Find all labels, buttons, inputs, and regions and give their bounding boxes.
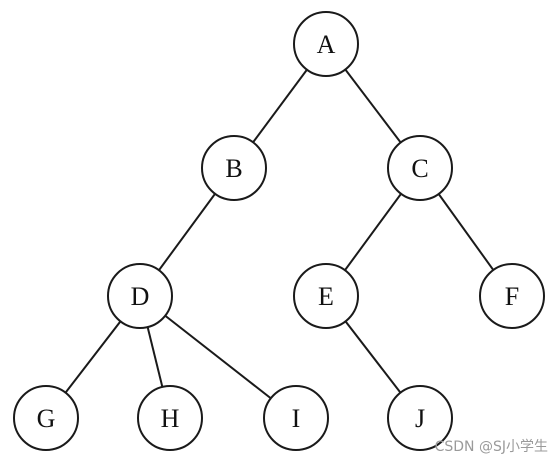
node-label: B <box>225 154 242 183</box>
node-label: C <box>411 154 428 183</box>
node-label: H <box>161 404 180 433</box>
node-h: H <box>137 385 203 451</box>
node-circle <box>387 385 453 451</box>
watermark: CSDN @SJ小学生 <box>434 439 548 455</box>
node-circle <box>263 385 329 451</box>
node-circle <box>293 11 359 77</box>
node-label: J <box>415 404 425 433</box>
node-g: G <box>13 385 79 451</box>
node-label: E <box>318 282 334 311</box>
tree-nodes: A B C D E F G H I J <box>13 11 545 451</box>
node-d: D <box>107 263 173 329</box>
node-b: B <box>201 135 267 201</box>
node-c: C <box>387 135 453 201</box>
node-circle <box>479 263 545 329</box>
node-circle <box>293 263 359 329</box>
node-label: D <box>131 282 150 311</box>
node-label: G <box>37 404 56 433</box>
node-circle <box>13 385 79 451</box>
node-circle <box>201 135 267 201</box>
node-j: J <box>387 385 453 451</box>
node-label: A <box>317 30 336 59</box>
node-e: E <box>293 263 359 329</box>
node-circle <box>137 385 203 451</box>
node-label: F <box>505 282 519 311</box>
edge-d-i <box>139 295 297 419</box>
node-circle <box>387 135 453 201</box>
tree-edges <box>45 43 513 419</box>
node-a: A <box>293 11 359 77</box>
node-i: I <box>263 385 329 451</box>
node-f: F <box>479 263 545 329</box>
node-circle <box>107 263 173 329</box>
node-label: I <box>292 404 301 433</box>
